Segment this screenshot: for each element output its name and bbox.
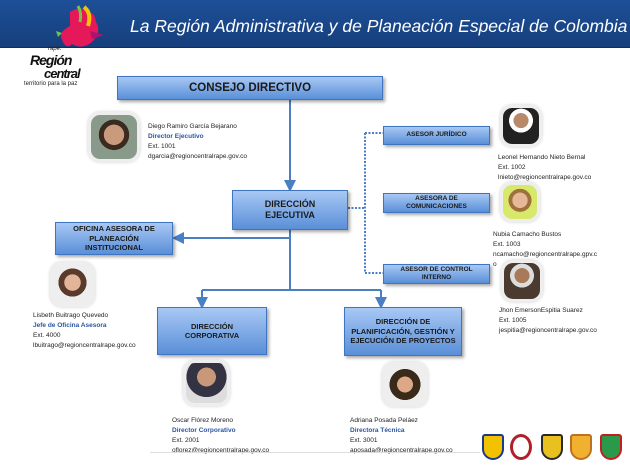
person-name: Oscar Flórez Moreno (172, 417, 234, 424)
logo: rape. Región central territorio para la … (22, 4, 112, 88)
boyaca-crest-icon (541, 434, 563, 460)
nubia-photo (500, 182, 540, 222)
logo-text: rape. (48, 46, 62, 52)
person-email-wrap: o (493, 261, 497, 268)
leonel-info: Leonel Hernando Nieto Bernal Ext. 1002 l… (498, 153, 591, 183)
direccion-planificacion-box: DIRECCIÓN DE PLANIFICACIÓN, GESTIÓN Y EJ… (344, 307, 462, 356)
adriana-info: Adriana Posada Peláez Directora Técnica … (350, 416, 453, 456)
direccion-corporativa-box: DIRECCIÓN CORPORATIVA (157, 307, 267, 355)
adriana-photo (382, 362, 428, 407)
bogota-crest-icon (482, 434, 504, 460)
diego-info: Diego Ramiro García Bejarano Director Ej… (148, 122, 247, 162)
person-ext: Ext. 2001 (172, 437, 200, 444)
leonel-photo (500, 105, 542, 147)
asesor-juridico-box: ASESOR JURÍDICO (383, 126, 490, 145)
tolima-crest-icon (600, 434, 622, 460)
cundinamarca-crest-icon (510, 434, 532, 460)
person-name: Jhon EmersonEspitia Suarez (499, 307, 583, 314)
person-email: jespitia@regioncentralrape.gov.co (499, 327, 597, 334)
jhon-photo (501, 260, 543, 302)
person-email: lnieto@regioncentralrape.gov.co (498, 174, 592, 181)
oficina-planeacion-box: OFICINA ASESORA DE PLANEACIÓN INSTITUCIO… (55, 222, 173, 255)
consejo-directivo-box: CONSEJO DIRECTIVO (117, 76, 383, 100)
person-email: lbuitrago@regioncentralrape.gov.co (33, 342, 136, 349)
person-ext: Ext. 1005 (499, 317, 527, 324)
logo-tagline: territorio para la paz (24, 81, 78, 87)
person-ext: Ext. 4000 (33, 332, 61, 339)
oscar-photo (183, 360, 230, 406)
person-email: dgarcia@regioncentralrape.gov.co (148, 153, 247, 160)
person-name: Lisbeth Buitrago Quevedo (33, 312, 109, 319)
jhon-info: Jhon EmersonEspitia Suarez Ext. 1005 jes… (499, 306, 597, 336)
person-name: Nubia Camacho Bustos (493, 231, 562, 238)
person-role: Jefe de Oficina Asesora (33, 322, 107, 329)
person-ext: Ext. 1003 (493, 241, 521, 248)
dove-icon (56, 5, 104, 47)
logo-text: central (44, 66, 81, 81)
person-name: Diego Ramiro García Bejarano (148, 123, 237, 130)
person-ext: Ext. 1002 (498, 164, 526, 171)
person-role: Director Ejecutivo (148, 133, 204, 140)
person-ext: Ext. 1001 (148, 143, 176, 150)
person-name: Adriana Posada Peláez (350, 417, 418, 424)
diego-photo (88, 112, 140, 162)
footer-divider (150, 452, 480, 453)
oscar-info: Oscar Flórez Moreno Director Corporativo… (172, 416, 269, 456)
person-name: Leonel Hernando Nieto Bernal (498, 154, 586, 161)
person-email: oflorez@regioncentralrape.gov.co (172, 447, 270, 454)
meta-crest-icon (570, 434, 592, 460)
lisbeth-photo (50, 262, 95, 307)
direccion-ejecutiva-box: DIRECCIÓN EJECUTIVA (232, 190, 348, 230)
page-title: La Región Administrativa y de Planeación… (130, 16, 628, 36)
person-role: Director Corporativo (172, 427, 236, 434)
person-email: aposada@regioncentralrape.gov.co (350, 447, 453, 454)
person-ext: Ext. 3001 (350, 437, 378, 444)
person-role: Directora Técnica (350, 427, 405, 434)
header-banner (0, 0, 630, 48)
nubia-info: Nubia Camacho Bustos Ext. 1003 ncamacho@… (493, 230, 597, 270)
asesora-comunicaciones-box: ASESORA DE COMUNICACIONES (383, 193, 490, 213)
logo-text: Región (30, 52, 72, 68)
lisbeth-info: Lisbeth Buitrago Quevedo Jefe de Oficina… (33, 311, 136, 351)
asesor-control-interno-box: ASESOR DE CONTROL INTERNO (383, 264, 490, 284)
person-email: ncamacho@regioncentralrape.gpv.c (493, 251, 598, 258)
